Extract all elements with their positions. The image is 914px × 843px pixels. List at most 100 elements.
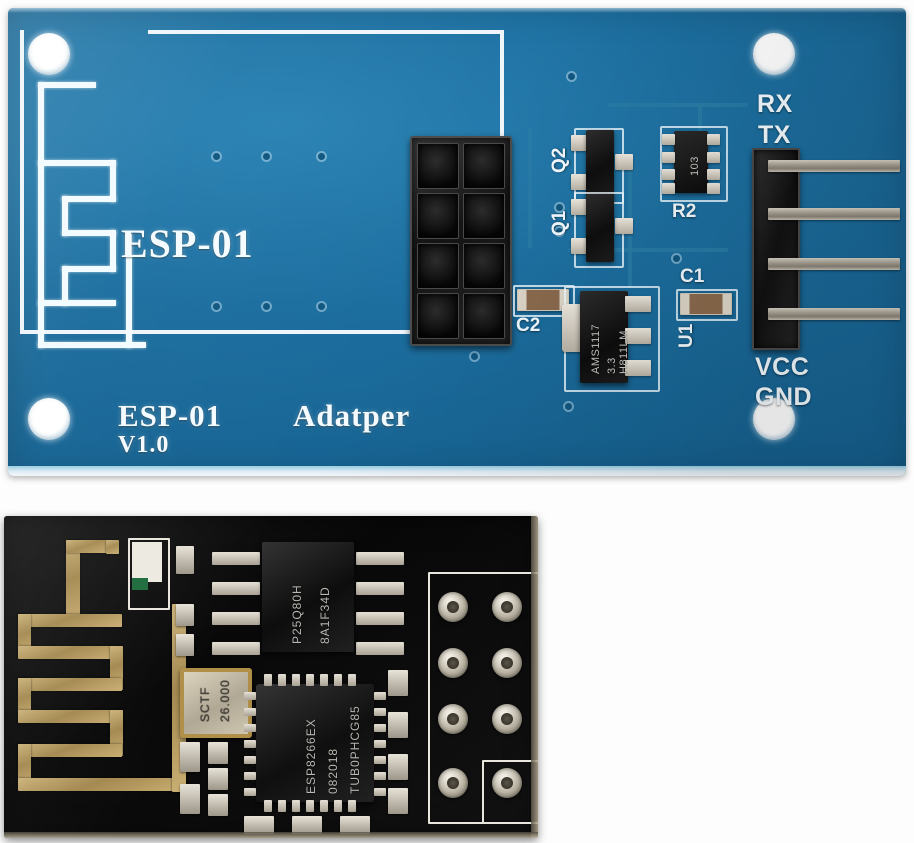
pcb-via	[565, 403, 572, 410]
module-right-edge	[531, 516, 538, 838]
flash-chip-marking-line1: P25Q80H	[290, 584, 304, 644]
smd-passive	[340, 816, 370, 834]
smd-passive	[208, 742, 228, 764]
u1-pad	[625, 296, 651, 312]
soc-leg	[348, 800, 356, 812]
u1-tab-pad	[562, 304, 584, 352]
soc-leg	[374, 692, 386, 700]
silkscreen-module-label: ESP-01	[121, 221, 254, 266]
component-label-c2: C2	[516, 315, 541, 336]
soc-leg	[374, 708, 386, 716]
flash-leg	[212, 612, 260, 625]
r2-pad	[662, 152, 675, 163]
r2-pad	[662, 134, 675, 145]
soc-leg	[374, 724, 386, 732]
header-through-hole	[438, 592, 468, 622]
r2-pad	[707, 134, 720, 145]
soc-leg	[374, 756, 386, 764]
r2-resistor-network	[674, 131, 708, 193]
r2-pad	[707, 183, 720, 194]
pcb-via	[318, 153, 325, 160]
smd-passive	[244, 816, 274, 834]
r2-silk-outline	[660, 126, 728, 202]
soc-leg	[278, 674, 286, 686]
pcb-via	[213, 153, 220, 160]
header-pad-outline-notch	[482, 760, 538, 824]
pcb-bottom-edge	[8, 466, 906, 476]
smd-passive	[388, 670, 408, 696]
header-through-hole	[492, 592, 522, 622]
pcb-trace	[608, 103, 748, 107]
silkscreen-board-type: Adatper	[293, 398, 411, 433]
pcb-via	[556, 204, 563, 211]
soc-leg	[292, 674, 300, 686]
smd-pad	[176, 634, 194, 656]
flash-leg	[212, 552, 260, 565]
pcb-via	[318, 303, 325, 310]
r2-pad	[707, 169, 720, 180]
flash-leg	[356, 552, 404, 565]
module-silk-pad	[132, 542, 162, 582]
header-through-hole	[492, 648, 522, 678]
soc-leg	[320, 674, 328, 686]
flash-leg	[212, 642, 260, 655]
soc-leg	[264, 800, 272, 812]
q1-pad	[571, 238, 589, 254]
r2-pad	[662, 183, 675, 194]
soc-leg	[278, 800, 286, 812]
header-through-hole	[438, 768, 468, 798]
header-socket-hole	[463, 293, 505, 339]
r2-pad	[662, 169, 675, 180]
u1-marking-line3: H811LM	[618, 330, 630, 374]
soc-leg	[244, 692, 256, 700]
soc-leg	[244, 756, 256, 764]
smd-pad	[176, 604, 194, 626]
pin-label-rx: RX	[757, 90, 793, 118]
q1-transistor	[586, 194, 614, 262]
smd-passive	[180, 784, 200, 814]
flash-leg	[356, 642, 404, 655]
c1-silk-outline	[676, 289, 738, 321]
q1-pad	[615, 218, 633, 234]
smd-passive	[180, 742, 200, 772]
soc-leg	[292, 800, 300, 812]
c1-capacitor	[680, 293, 732, 315]
soc-leg	[306, 674, 314, 686]
component-label-r2: R2	[672, 201, 697, 222]
soc-leg	[374, 740, 386, 748]
soc-leg	[306, 800, 314, 812]
pcb-trace	[528, 128, 532, 248]
smd-passive	[208, 768, 228, 790]
header-socket-hole	[417, 293, 459, 339]
header-pin-tx	[768, 208, 900, 220]
header-through-hole	[492, 704, 522, 734]
silkscreen-version: V1.0	[118, 432, 170, 458]
soc-leg	[244, 788, 256, 796]
header-socket-hole	[463, 193, 505, 239]
u1-marking-line1: AMS1117	[590, 323, 602, 374]
smd-passive	[388, 754, 408, 780]
antenna-silkscreen	[22, 82, 162, 352]
soc-leg	[244, 740, 256, 748]
soc-leg	[320, 800, 328, 812]
esp8266ex-soc	[256, 684, 374, 802]
smd-passive	[388, 788, 408, 814]
pcb-via	[471, 353, 478, 360]
soc-leg	[334, 800, 342, 812]
green-resist-mark	[132, 578, 148, 590]
u1-pad	[625, 360, 651, 376]
c2-silk-outline	[513, 285, 575, 317]
header-socket-hole	[463, 243, 505, 289]
flash-leg	[212, 582, 260, 595]
header-pin-gnd	[768, 308, 900, 320]
u1-marking-line2: 3.3	[606, 357, 618, 374]
component-label-q1: Q1	[549, 210, 570, 236]
c2-capacitor	[517, 289, 569, 311]
u1-pad	[625, 328, 651, 344]
pcb-via	[263, 303, 270, 310]
module-footprint-outline	[20, 30, 504, 334]
header-socket-hole	[463, 143, 505, 189]
module-silk-box	[128, 538, 170, 610]
esp01-adapter-board: ESP-01 ESP-01 Adatper V1.0 RX TX VCC GND…	[8, 8, 906, 476]
